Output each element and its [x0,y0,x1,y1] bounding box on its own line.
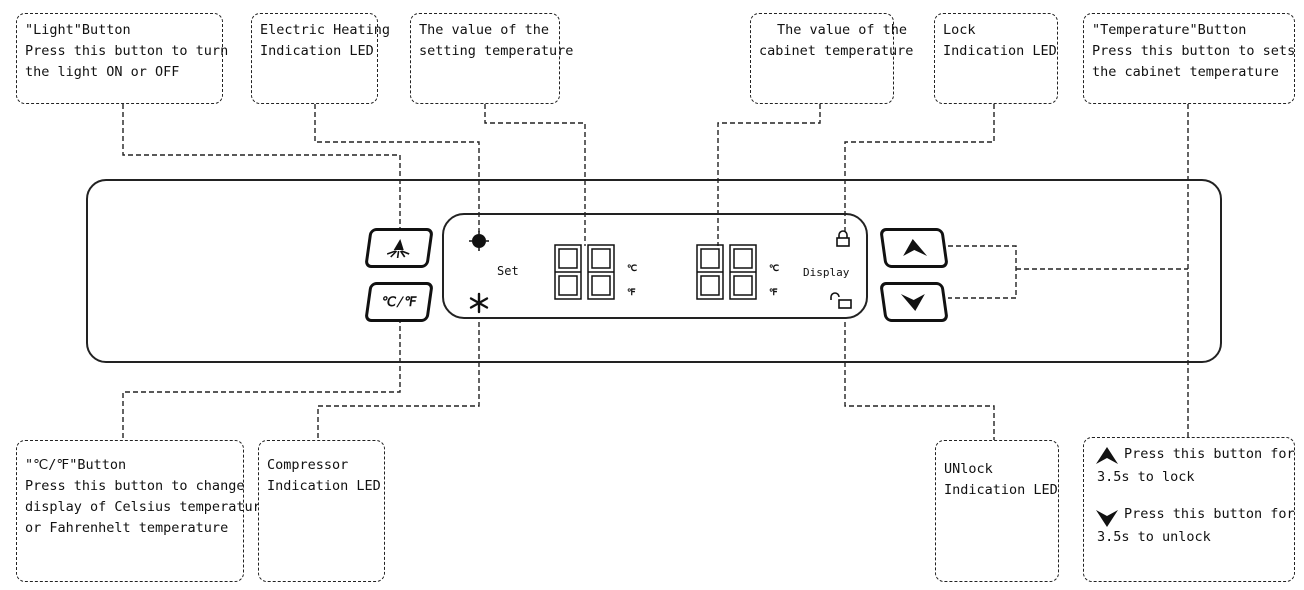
help-line: Press this button for [1124,446,1295,462]
callout-compressor-led: Compressor Indication LED [258,440,385,582]
callout-line: Indication LED [943,43,1057,59]
callout-electric-heating-led: Electric Heating Indication LED [251,13,391,104]
callout-line: "Light"Button [25,22,131,38]
unlock-icon [830,292,852,309]
callout-celsius-fahrenheit-button: "℃/℉"Button Press this button to change … [16,440,269,582]
snowflake-icon [469,292,489,314]
up-arrow-icon [903,239,928,256]
up-arrow-icon [1096,447,1118,464]
unit-celsius-indicator: ℃ [627,264,638,274]
unit-fahrenheit-indicator: ℉ [627,288,636,298]
light-button[interactable] [364,228,434,268]
setting-temperature-digits [554,244,615,300]
lock-icon [836,230,850,247]
callout-light-button: "Light"Button Press this button to turn … [16,13,229,104]
callout-line: Press this button to turn [25,43,229,59]
callout-setting-temperature: The value of the setting temperature [410,13,574,104]
celsius-fahrenheit-icon: ℃/℉ [380,294,418,310]
cabinet-temperature-digits [696,244,757,300]
callout-line: Lock [943,22,976,38]
callout-line: The value of the [777,22,908,38]
callout-lock-unlock-help [1083,437,1295,582]
callout-unlock-led: UNlock Indication LED [935,440,1059,582]
callout-line: or Fahrenhelt temperature [25,520,229,536]
callout-line: the light ON or OFF [25,64,180,80]
help-line: 3.5s to unlock [1097,529,1211,545]
unit-fahrenheit-indicator: ℉ [769,288,778,298]
callout-line: Indication LED [267,478,381,494]
heating-dot-icon [469,231,489,251]
display-label: Display [803,266,850,279]
callout-line: UNlock [944,461,993,477]
callout-line: display of Celsius temperature [25,499,269,515]
callout-line: "Temperature"Button [1092,22,1247,38]
lcd-display [442,213,868,319]
celsius-fahrenheit-button[interactable]: ℃/℉ [364,282,434,322]
callout-line: Press this button to sets [1092,43,1296,59]
callout-line: Indication LED [260,43,374,59]
callout-cabinet-temperature: The value of the cabinet temperature [750,13,914,104]
down-button[interactable] [879,282,949,322]
help-line: 3.5s to lock [1097,469,1195,485]
callout-line: Compressor [267,457,349,473]
callout-line: Press this button to change [25,478,245,494]
light-icon [386,239,410,258]
callout-line: Indication LED [944,482,1058,498]
down-arrow-icon [1096,510,1118,527]
callout-lock-led: Lock Indication LED [934,13,1058,104]
up-button[interactable] [879,228,949,268]
callout-line: "℃/℉"Button [25,457,127,473]
callout-line: setting temperature [419,43,574,59]
set-label: Set [497,264,519,278]
callout-line: Electric Heating [260,22,391,38]
help-line: Press this button for [1124,506,1295,522]
callout-line: cabinet temperature [759,43,914,59]
callout-temperature-button: "Temperature"Button Press this button to… [1083,13,1295,104]
callout-line: The value of the [419,22,550,38]
callout-line: the cabinet temperature [1092,64,1279,80]
down-arrow-icon [900,294,925,311]
control-panel [86,179,1222,363]
unit-celsius-indicator: ℃ [769,264,780,274]
